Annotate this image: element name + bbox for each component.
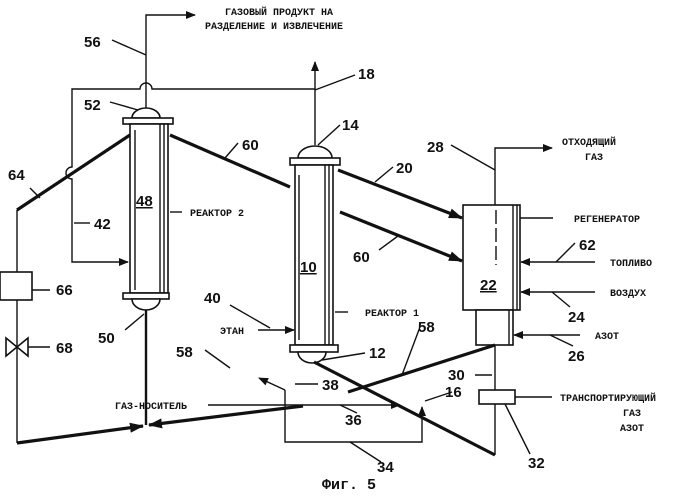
ref-58-right: 58 [418,319,435,336]
line-20 [338,170,462,218]
ref-52: 52 [84,97,101,114]
figure-caption: Фиг. 5 [322,477,376,494]
ref-66: 66 [56,282,73,299]
ref-26: 26 [568,348,585,365]
reactor-1 [290,146,340,363]
ref-20: 20 [396,160,413,177]
line-60-upper [170,135,290,187]
ref-60-upper: 60 [242,137,259,154]
line-42 [66,83,315,262]
ref-34: 34 [377,459,394,476]
ref-10: 10 [300,259,317,276]
ethane-label: ЭТАН [220,327,244,338]
ref-50: 50 [98,330,115,347]
line-38 [259,378,285,390]
reactor-2-label: РЕАКТОР 2 [190,209,244,220]
ref-62: 62 [579,237,596,254]
regenerator [463,205,520,345]
gas-product-label-1: ГАЗОВЫЙ ПРОДУКТ НА [225,5,333,19]
gas-product-label-2: РАЗДЕЛЕНИЕ И ИЗВЛЕЧЕНИЕ [205,22,343,33]
ref-12: 12 [369,345,386,362]
line-28-off-gas [495,148,552,205]
line-16 [314,362,495,455]
ref-18: 18 [358,66,375,83]
off-gas-label-2: ГАЗ [585,153,603,164]
unit-66 [0,272,32,300]
unit-32 [479,390,515,404]
off-gas-label-1: ОТХОДЯЩИЙ [562,135,616,149]
ref-28: 28 [427,139,444,156]
line-56-gas-product [146,15,195,108]
ref-38: 38 [322,377,339,394]
air-label: ВОЗДУХ [610,289,646,300]
ref-64: 64 [8,167,25,184]
ref-16: 16 [445,384,462,401]
ref-48: 48 [136,193,153,210]
ref-40: 40 [204,290,221,307]
ref-24: 24 [568,309,585,326]
ref-36: 36 [345,412,362,429]
regenerator-label: РЕГЕНЕРАТОР [574,215,640,226]
transport-gas-label-3: АЗОТ [620,424,644,435]
ref-30: 30 [448,367,465,384]
ref-68: 68 [56,340,73,357]
carrier-gas-label: ГАЗ-НОСИТЕЛЬ [115,402,187,413]
ref-14: 14 [342,117,359,134]
ref-56: 56 [84,34,101,51]
reactor-1-label: РЕАКТОР 1 [365,309,419,320]
ref-42: 42 [94,216,111,233]
transport-gas-label-2: ГАЗ [623,409,641,420]
line-64-return [17,426,143,443]
ref-32: 32 [528,455,545,472]
ref-58-left: 58 [176,344,193,361]
nitrogen-label: АЗОТ [595,332,619,343]
ref-60-lower: 60 [353,249,370,266]
line-64 [17,135,130,210]
fuel-label: ТОПЛИВО [610,259,652,270]
ref-22: 22 [480,277,497,294]
transport-gas-label-1: ТРАНСПОРТИРУЮЩИЙ [560,391,656,405]
